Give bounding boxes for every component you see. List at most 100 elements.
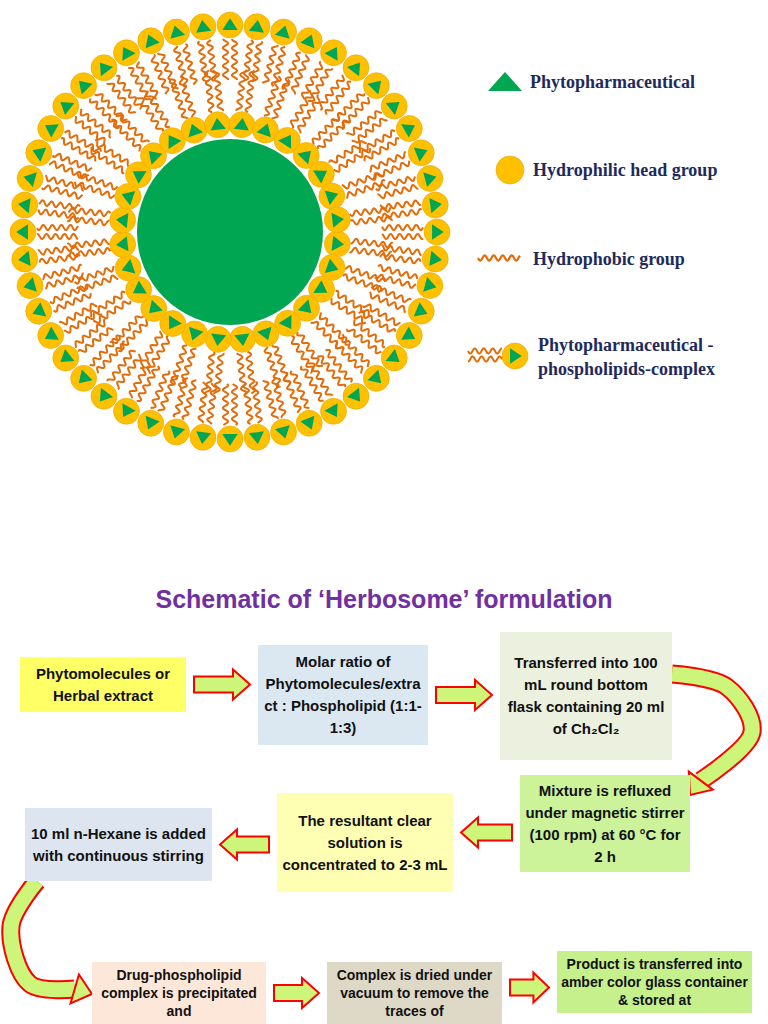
hydrophilic-head [229,112,255,138]
hydrophobic-tail [320,75,344,110]
hydrophobic-tail [272,80,290,119]
hydrophilic-head [53,93,79,119]
flow-arrow [274,978,319,1008]
hydrophilic-head [296,410,322,436]
hydrophobic-tail [205,70,214,112]
flow-arrow [436,680,492,710]
hydrophilic-head [422,246,448,272]
hydrophobic-tail [183,44,196,84]
hydrophobic-tail [382,234,423,239]
hydrophobic-tail [236,70,245,111]
hydrophobic-tail [91,292,125,318]
phytopharmaceutical-triangle [100,62,113,76]
phytopharmaceutical-triangle [79,81,93,95]
hydrophobic-tail [146,91,170,127]
hydrophilic-head [321,398,347,424]
phytopharmaceutical-triangle [297,151,311,165]
hydrophilic-head [138,28,164,54]
hydrophobic-tail [223,384,228,425]
hydrophobic-tail [298,95,319,133]
phytopharmaceutical-triangle [133,171,147,184]
hydrophobic-tail [232,39,237,80]
legend-symbol [468,343,528,369]
step-text: Product is transferred into amber color … [560,955,749,1009]
hydrophobic-tail [347,329,381,353]
hydrophilic-head [38,116,64,142]
hydrophobic-tail [325,81,351,114]
diagram-title: Schematic of ‘Herbosome’ formulation [0,582,768,616]
hydrophobic-tail [343,274,382,292]
phytopharmaceutical-triangle [423,172,436,187]
legend-label: Phytopharmaceutical [530,70,695,94]
hydrophilic-head [181,117,207,143]
hydrophilic-head [417,273,443,299]
phytopharmaceutical-triangle [189,327,203,341]
hydrophilic-head [324,231,350,257]
legend-symbol [488,72,522,91]
head-groups [10,12,450,452]
hydrophobic-tail [213,70,223,111]
hydrophobic-tail [247,352,256,394]
legend-symbol [496,156,524,184]
hydrophobic-tail [198,382,207,423]
phytopharmaceutical-triangle [45,124,59,137]
hydrophobic-tail [291,336,313,373]
hydrophobic-tail [67,239,109,248]
hydrophobic-tail [245,71,254,113]
hydrophilic-head [343,55,369,81]
hydrophilic-head [424,219,450,245]
phytopharmaceutical-triangle [60,102,74,115]
hydrophobic-tail [382,209,422,219]
hydrophobic-tail [45,273,83,289]
phytopharmaceutical-triangle [324,47,337,61]
step-text: Phytomolecules or Herbal extract [25,663,181,707]
arrow-head [689,772,713,795]
phytopharmaceutical-triangle [386,102,400,115]
hydrophilic-head [319,183,345,209]
hydrophobic-tail [318,120,350,148]
hydrophilic-head [26,140,52,166]
hydrophilic-head [396,116,422,142]
legend-label: Hydrophobic group [533,247,685,271]
hydrophobic-tail [171,345,187,385]
hydrophobic-tail [116,76,141,110]
hydrophilic-head [138,410,164,436]
phytopharmaceutical-triangle [211,118,226,130]
block-arrow [461,818,512,848]
hydrophilic-head [296,28,322,54]
phytopharmaceutical-triangle [146,35,160,49]
step-text: Complex is dried under vacuum to remove … [330,966,499,1020]
phytopharmaceutical-triangle [423,277,436,292]
hydrophilic-head [205,112,231,138]
block-arrow [436,680,492,710]
hydrophilic-head [408,140,434,166]
phytopharmaceutical-triangle [347,388,360,402]
phytopharmaceutical-triangle [367,81,381,95]
hydrophobic-tail [232,384,237,425]
hydrophilic-head [91,383,117,409]
phytosome-illustration [10,12,450,452]
phytopharmaceutical-triangle [116,213,128,228]
process-box: The resultant clear solution is concentr… [277,793,453,892]
hydrophobic-tail [351,216,393,225]
hydrophobic-tail [265,347,281,387]
hydrophobic-tail [68,208,110,217]
hydrophobic-tail [375,275,416,288]
phytopharmaceutical-triangle [149,151,163,165]
legend-tail [468,348,502,353]
phytopharmaceutical-triangle [169,135,182,149]
phytopharmaceutical-triangle [189,124,203,138]
hydrophobic-tail [252,41,262,81]
arrow-outline [11,881,75,990]
hydrophobic-tail [158,375,178,411]
phytopharmaceutical-triangle [324,403,337,417]
phytopharmaceutical-triangle [122,191,136,205]
hydrophilic-head [217,12,243,38]
hydrophobic-tail [334,148,370,172]
hydrophilic-head [244,424,270,450]
hydrophobic-tail [284,373,301,413]
hydrophobic-tail [377,185,418,198]
arrow-body [672,674,752,781]
phytopharmaceutical-triangle [79,369,93,383]
hydrophilic-head [363,365,389,391]
